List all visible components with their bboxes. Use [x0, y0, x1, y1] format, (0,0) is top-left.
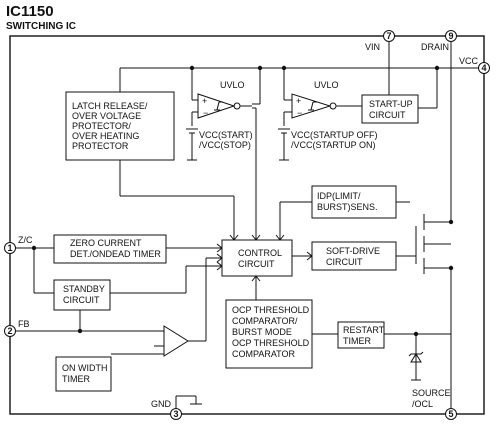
svg-text:COMPARATOR: COMPARATOR: [232, 349, 296, 359]
block-on-width-timer: ON WIDTH TIMER: [55, 356, 112, 392]
diagram-subtitle: SWITCHING IC: [6, 21, 76, 32]
svg-text:CONTROL: CONTROL: [238, 248, 282, 258]
svg-text:CIRCUIT: CIRCUIT: [326, 257, 363, 267]
svg-text:−: −: [203, 108, 208, 118]
fb-comparator: [163, 325, 189, 357]
block-restart-timer: RESTART TIMER: [337, 321, 385, 349]
uvlo-right-vcc-line-1: VCC(STARTUP OFF): [291, 130, 378, 140]
svg-text:−: −: [297, 108, 302, 118]
block-control-circuit: CONTROL CIRCUIT: [221, 239, 293, 277]
uvlo-left-label: UVLO: [220, 80, 245, 90]
pin-vin: 7: [383, 30, 395, 42]
uvlo-left-vcc-line-2: /VCC(STOP): [199, 140, 251, 150]
svg-text:SOFT-DRIVE: SOFT-DRIVE: [326, 246, 380, 256]
svg-text:COMPARATOR/: COMPARATOR/: [232, 316, 298, 326]
svg-text:OCP THRESHOLD: OCP THRESHOLD: [232, 338, 310, 348]
uvlo-left-vcc-line-1: VCC(START): [199, 130, 253, 140]
pin-source: 5: [445, 408, 457, 420]
uvlo-right-vcc-line-2: /VCC(STARTUP ON): [291, 140, 376, 150]
svg-text:5: 5: [448, 409, 453, 419]
svg-text:OCP THRESHOLD: OCP THRESHOLD: [232, 305, 310, 315]
svg-text:4: 4: [481, 63, 486, 73]
svg-text:9: 9: [448, 31, 453, 41]
pin-gnd: 3: [170, 408, 182, 420]
svg-text:OVER HEATING: OVER HEATING: [72, 131, 139, 141]
pin-source-label-1: SOURCE: [412, 388, 451, 398]
pin-fb-label: FB: [18, 319, 30, 329]
svg-text:2: 2: [7, 326, 12, 336]
svg-text:TIMER: TIMER: [62, 374, 90, 384]
pin-drain: 9: [445, 30, 457, 42]
svg-text:+: +: [202, 96, 207, 106]
block-soft-drive: SOFT-DRIVE CIRCUIT: [311, 241, 397, 271]
zener-diode: [408, 351, 424, 363]
svg-text:3: 3: [173, 409, 178, 419]
pin-vcc-label: VCC: [459, 56, 479, 66]
svg-text:1: 1: [7, 243, 12, 253]
block-idp-sens: IDP(LIMIT/ BURST)SENS.: [311, 185, 397, 219]
pin-zc-label: Z/C: [18, 235, 33, 245]
svg-text:CIRCUIT: CIRCUIT: [238, 259, 275, 269]
pin-zc: 1: [4, 242, 16, 254]
block-ocp-threshold: OCP THRESHOLD COMPARATOR/ BURST MODE OCP…: [225, 299, 313, 369]
svg-text:OVER VOLTAGE: OVER VOLTAGE: [72, 111, 141, 121]
block-zero-current: ZERO CURRENT DET./ONDEAD TIMER: [53, 234, 167, 264]
svg-text:RESTART: RESTART: [343, 325, 385, 335]
uvlo-right-label: UVLO: [314, 80, 339, 90]
pin-gnd-label: GND: [151, 399, 172, 409]
diagram-title: IC1150: [6, 3, 54, 20]
pin-source-label-2: /OCL: [412, 399, 433, 409]
uvlo-right-comparator: + −: [291, 93, 348, 119]
ic-outline: [9, 35, 485, 415]
pin-drain-label: DRAIN: [421, 42, 449, 52]
svg-text:PROTECTOR: PROTECTOR: [72, 141, 129, 151]
svg-text:7: 7: [386, 31, 391, 41]
wires: [14, 41, 484, 408]
svg-text:ON WIDTH: ON WIDTH: [62, 363, 108, 373]
block-startup-circuit: START-UP CIRCUIT: [361, 94, 419, 124]
pin-vin-label: VIN: [365, 42, 380, 52]
svg-text:TIMER: TIMER: [343, 336, 371, 346]
svg-text:START-UP: START-UP: [369, 99, 413, 109]
svg-text:STANDBY: STANDBY: [63, 284, 105, 294]
svg-text:CIRCUIT: CIRCUIT: [63, 295, 100, 305]
svg-text:LATCH RELEASE/: LATCH RELEASE/: [72, 101, 148, 111]
junction-dots: [31, 65, 454, 337]
svg-text:PROTECTOR/: PROTECTOR/: [72, 121, 131, 131]
svg-text:BURST MODE: BURST MODE: [232, 327, 292, 337]
svg-text:+: +: [296, 96, 301, 106]
block-latch-protector: LATCH RELEASE/ OVER VOLTAGE PROTECTOR/ O…: [65, 91, 175, 161]
svg-text:BURST)SENS.: BURST)SENS.: [317, 202, 378, 212]
block-standby-circuit: STANDBY CIRCUIT: [53, 279, 111, 311]
pin-vcc: 4: [478, 62, 490, 74]
uvlo-left-comparator: + −: [197, 93, 252, 119]
svg-text:ZERO CURRENT: ZERO CURRENT: [70, 238, 142, 248]
svg-text:DET./ONDEAD TIMER: DET./ONDEAD TIMER: [70, 249, 161, 259]
svg-text:CIRCUIT: CIRCUIT: [369, 110, 406, 120]
svg-text:IDP(LIMIT/: IDP(LIMIT/: [317, 191, 361, 201]
pin-fb: 2: [4, 325, 16, 337]
